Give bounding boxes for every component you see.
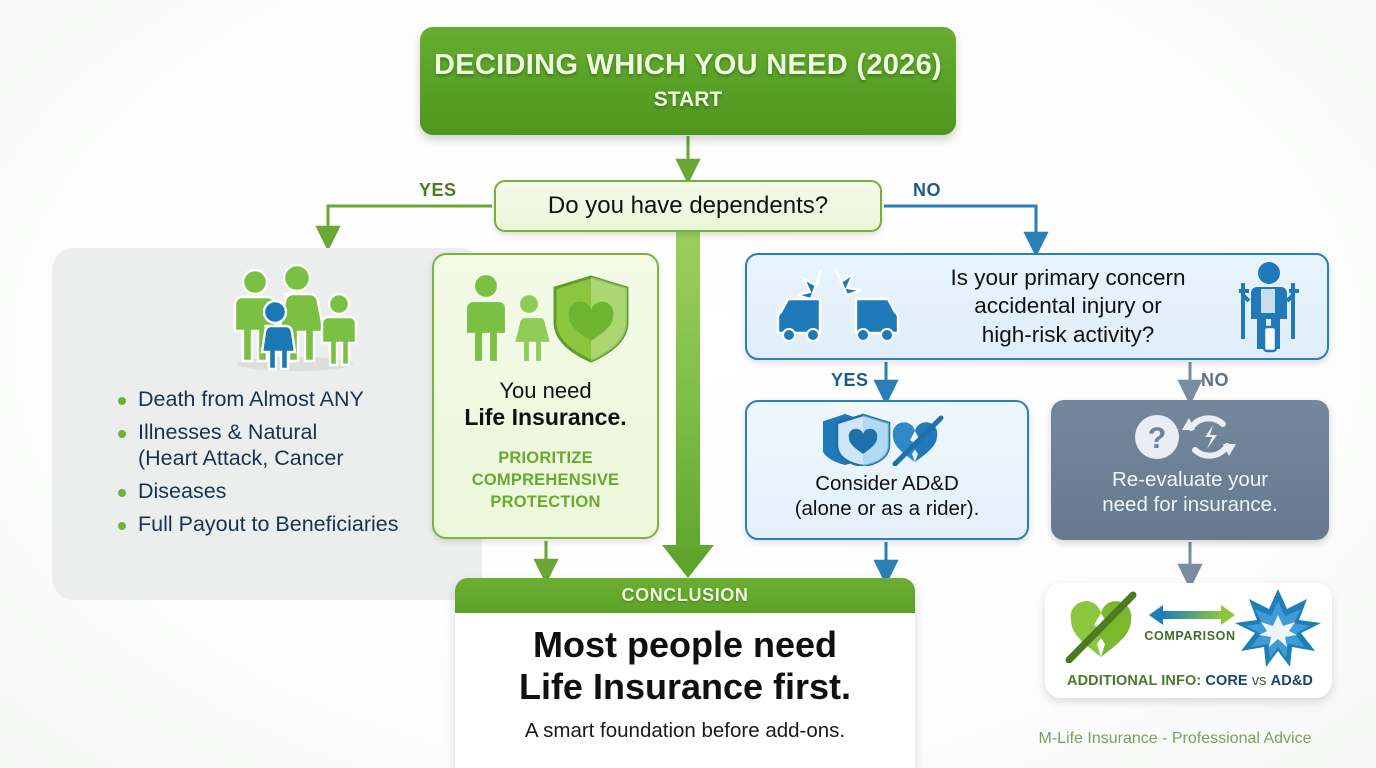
conclusion-box: CONCLUSION Most people need Life Insuran… xyxy=(455,578,915,768)
add-text: Consider AD&D (alone or as a rider). xyxy=(747,471,1027,521)
life-insurance-coverage-panel: Death from Almost ANY Illnesses & Natura… xyxy=(52,248,482,600)
question-refresh-icons: ? xyxy=(1135,415,1236,459)
no-label-accident: NO xyxy=(1201,370,1229,390)
list-item: Death from Almost ANY xyxy=(118,386,558,413)
reeval-line1: Re-evaluate your xyxy=(1111,468,1269,491)
start-title-box: DECIDING WHICH YOU NEED (2026) START xyxy=(420,27,956,135)
reevaluate-box[interactable]: ? Re-evaluate your need for insurance. xyxy=(1051,400,1329,540)
life-insurance-result-card[interactable]: You need Life Insurance. PRIORITIZE COMP… xyxy=(432,253,659,539)
bullet-text: Death from Almost ANY xyxy=(138,387,364,411)
svg-text:?: ? xyxy=(1148,422,1166,455)
comparison-footer: ADDITIONAL INFO: CORE vs AD&D xyxy=(1050,673,1330,689)
tagline-line1: PRIORITIZE xyxy=(498,449,593,468)
life-card-tagline: PRIORITIZE COMPREHENSIVE PROTECTION xyxy=(434,448,657,513)
life-card-line1: You need xyxy=(499,378,592,403)
footer-add: AD&D xyxy=(1270,673,1313,689)
coverage-bullet-list: Death from Almost ANY Illnesses & Natura… xyxy=(118,386,558,543)
parent-child-shield-icon xyxy=(464,272,628,364)
list-item: Illnesses & Natural (Heart Attack, Cance… xyxy=(118,419,558,472)
life-card-line2: Life Insurance. xyxy=(464,404,627,430)
accident-question-text: Is your primary concern accidental injur… xyxy=(903,264,1233,349)
question-line1: Is your primary concern xyxy=(950,264,1186,290)
conclusion-header: CONCLUSION xyxy=(455,578,915,613)
tagline-line3: PROTECTION xyxy=(490,492,601,511)
double-arrow-icon xyxy=(1149,605,1235,625)
bullet-text: Full Payout to Beneficiaries xyxy=(138,511,399,536)
page-title: DECIDING WHICH YOU NEED (2026) xyxy=(434,48,942,81)
car-crash-icon xyxy=(776,267,900,342)
question-line2: accidental injury or xyxy=(974,293,1162,319)
shield-broken-heart-icons xyxy=(821,413,944,468)
consider-add-box[interactable]: Consider AD&D (alone or as a rider). xyxy=(745,400,1029,540)
footer-core: CORE xyxy=(1205,673,1248,689)
conclusion-subtext: A smart foundation before add-ons. xyxy=(524,718,846,742)
footer-prefix: ADDITIONAL INFO: xyxy=(1067,673,1206,689)
injured-person-crutches-icon xyxy=(1239,261,1299,352)
add-line2: (alone or as a rider). xyxy=(794,497,980,520)
add-line1: Consider AD&D xyxy=(815,472,959,495)
comparison-card[interactable] xyxy=(1045,583,1332,698)
question-line3: high-risk activity? xyxy=(981,321,1155,347)
decision-dependents[interactable]: Do you have dependents? xyxy=(494,180,882,232)
brand-footer: M-Life Insurance - Professional Advice xyxy=(1038,730,1312,747)
yes-label-accident: YES xyxy=(831,370,869,390)
tagline-line2: COMPREHENSIVE xyxy=(471,471,620,490)
family-group-icon xyxy=(233,264,358,371)
start-label: START xyxy=(653,88,723,112)
comparison-label: COMPARISON xyxy=(1144,629,1236,643)
bullet-text: Illnesses & Natural xyxy=(138,419,318,444)
bullet-text: Diseases xyxy=(138,478,227,503)
list-item: Diseases xyxy=(118,478,558,505)
accident-concern-question-box[interactable]: Is your primary concern accidental injur… xyxy=(745,253,1329,360)
conclusion-main: Most people need Life Insurance first. xyxy=(455,624,915,708)
reeval-line2: need for insurance. xyxy=(1102,493,1278,516)
bullet-text-cont: (Heart Attack, Cancer xyxy=(138,446,344,471)
burst-star-icon xyxy=(1235,589,1321,667)
reeval-text: Re-evaluate your need for insurance. xyxy=(1051,467,1329,517)
footer-vs: vs xyxy=(1247,673,1271,689)
conclusion-line1: Most people need xyxy=(532,624,838,665)
no-label-dependents: NO xyxy=(913,180,941,200)
list-item: Full Payout to Beneficiaries xyxy=(118,511,558,538)
conclusion-line2: Life Insurance first. xyxy=(518,665,852,707)
decision-question-text: Do you have dependents? xyxy=(547,192,829,219)
yes-label-dependents: YES xyxy=(419,180,457,200)
broken-heart-slash-green-icon xyxy=(1065,591,1137,663)
